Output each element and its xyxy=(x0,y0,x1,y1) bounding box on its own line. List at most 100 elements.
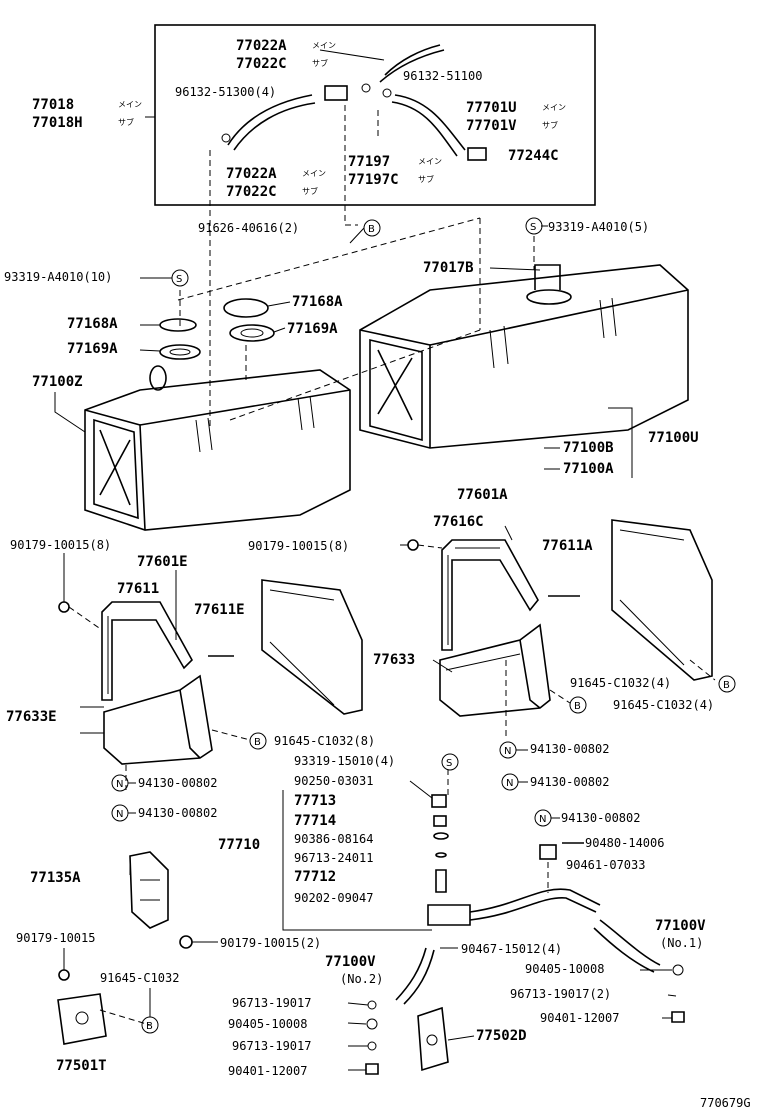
tag-sub: サブ xyxy=(312,58,328,68)
svg-text:B: B xyxy=(723,680,730,691)
label-91645-8: 91645-C1032(8) xyxy=(274,734,375,748)
dashed-guide xyxy=(177,217,481,301)
leaders xyxy=(63,49,677,1071)
ring-77169a-inner xyxy=(240,328,264,338)
tank-77100z xyxy=(84,365,351,531)
label-77100v-2: 77100V xyxy=(325,954,376,970)
label-77018h: 77018H xyxy=(32,115,83,131)
oring-left-2 xyxy=(367,1041,377,1051)
hose-77100v-1-edge xyxy=(593,927,655,973)
label-77713: 77713 xyxy=(294,793,336,809)
bracket-77501t xyxy=(57,993,107,1045)
label-91645-4a: 91645-C1032(4) xyxy=(570,676,671,690)
band-77601e xyxy=(101,601,193,701)
label-96713-19017-b: 96713-19017 xyxy=(232,1039,311,1053)
joint-77197 xyxy=(324,85,348,101)
label-77100a: 77100A xyxy=(563,461,614,477)
hose-77100v-2 xyxy=(395,947,427,1001)
label-77633e: 77633E xyxy=(6,709,57,725)
ring-77169a-left-inner xyxy=(169,348,191,356)
tag-main: メイン xyxy=(542,103,566,112)
dashed-guide xyxy=(689,659,716,681)
label-94130-e: 94130-00802 xyxy=(561,811,640,825)
label-no1: (No.1) xyxy=(660,936,703,950)
dashed-guide xyxy=(99,1009,151,1026)
hose-77022a-top xyxy=(384,44,441,76)
svg-text:S: S xyxy=(530,222,536,233)
part-77713 xyxy=(431,794,447,808)
cradle-77633 xyxy=(439,623,551,717)
label-77197: 77197 xyxy=(348,154,390,170)
dashed-guide xyxy=(68,606,103,631)
hose-77022a-top-edge xyxy=(379,49,445,83)
dashed-guide xyxy=(549,689,571,704)
nut-90179-left xyxy=(58,601,70,613)
gasket-77168a-left xyxy=(159,318,197,332)
label-77501t: 77501T xyxy=(56,1058,107,1074)
label-94130-b: 94130-00802 xyxy=(138,776,217,790)
hose-77701u xyxy=(394,94,466,151)
label-94130-a: 94130-00802 xyxy=(530,742,609,756)
label-77616c: 77616C xyxy=(433,514,484,530)
label-90179-8-right: 90179-10015(8) xyxy=(248,539,349,553)
leader xyxy=(608,407,633,478)
tag-main: メイン xyxy=(418,157,442,166)
label-90179-8-left: 90179-10015(8) xyxy=(10,538,111,552)
valve-body-90202 xyxy=(427,904,471,926)
hose-77701u-edge xyxy=(391,101,458,157)
svg-text:B: B xyxy=(254,737,261,748)
part-77714 xyxy=(433,815,447,827)
label-90401-left: 90401-12007 xyxy=(228,1064,307,1078)
label-77168a-left: 77168A xyxy=(67,316,118,332)
label-90179-2: 90179-10015(2) xyxy=(220,936,321,950)
gasket-77168a xyxy=(223,298,269,318)
union-90461 xyxy=(539,844,557,860)
callout-n: N xyxy=(499,741,517,759)
svg-text:B: B xyxy=(146,1021,153,1032)
label-90461: 90461-07033 xyxy=(566,858,645,872)
callout-s: S xyxy=(441,753,459,771)
leader xyxy=(80,706,104,734)
callout-n: N xyxy=(111,774,129,792)
ring-77169a xyxy=(229,324,275,342)
tag-sub: サブ xyxy=(118,117,134,127)
tag-main: メイン xyxy=(118,100,142,109)
clip xyxy=(221,133,231,143)
callout-s: S xyxy=(171,269,189,287)
label-77017b: 77017B xyxy=(423,260,474,276)
label-94130-c: 94130-00802 xyxy=(530,775,609,789)
svg-text:N: N xyxy=(539,814,546,825)
callout-b: B xyxy=(141,1016,159,1034)
svg-text:N: N xyxy=(116,779,123,790)
inset-box xyxy=(154,24,596,206)
label-77611: 77611 xyxy=(117,581,159,597)
valve-77712 xyxy=(435,869,447,893)
label-90386: 90386-08164 xyxy=(294,832,373,846)
fitting-90405-right xyxy=(672,964,684,976)
label-77135a: 77135A xyxy=(30,870,81,886)
protector-77135a xyxy=(129,851,169,929)
label-77701u: 77701U xyxy=(466,100,517,116)
label-77100u: 77100U xyxy=(648,430,699,446)
label-77611a: 77611A xyxy=(542,538,593,554)
label-91645-4b: 91645-C1032(4) xyxy=(613,698,714,712)
label-77100z: 77100Z xyxy=(32,374,83,390)
oring-left xyxy=(367,1000,377,1010)
svg-text:N: N xyxy=(116,809,123,820)
svg-text:B: B xyxy=(368,224,375,235)
svg-text:S: S xyxy=(176,274,182,285)
oring-96713 xyxy=(435,852,447,858)
tag-sub: サブ xyxy=(418,174,434,184)
clip xyxy=(382,88,392,98)
fitting-90405-left xyxy=(366,1018,378,1030)
callout-b: B xyxy=(249,732,267,750)
label-94130-d: 94130-00802 xyxy=(138,806,217,820)
cradle-77633e xyxy=(103,674,213,765)
callout-n: N xyxy=(111,804,129,822)
labels: 77022A メイン 77022C サブ 96132-51300(4) 9613… xyxy=(4,38,751,1110)
callout-b: B xyxy=(363,219,381,237)
callout-n: N xyxy=(501,773,519,791)
label-96713-19017-a: 96713-19017 xyxy=(232,996,311,1010)
label-91626: 91626-40616(2) xyxy=(198,221,299,235)
